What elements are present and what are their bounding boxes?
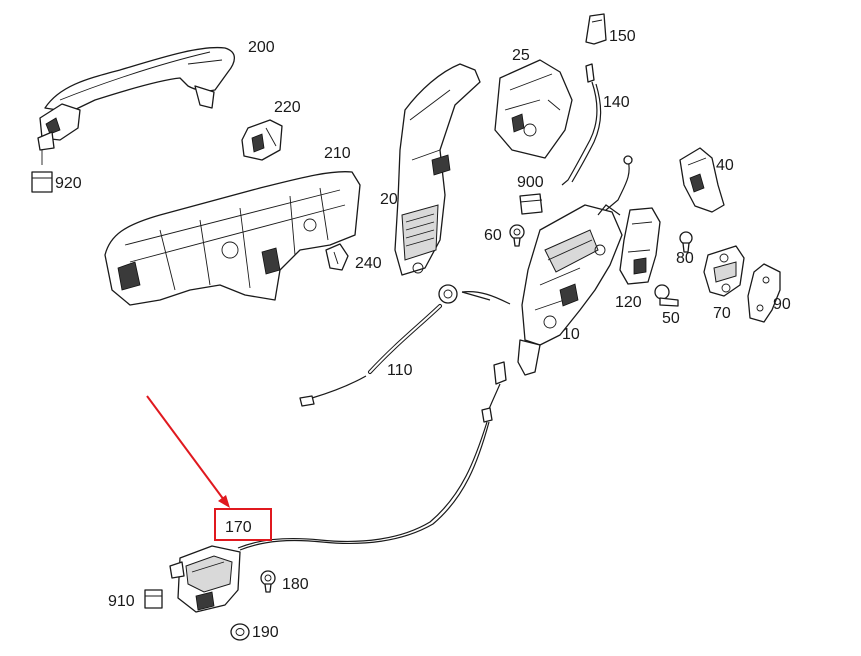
label-70: 70 — [713, 305, 731, 322]
label-110: 110 — [387, 362, 413, 379]
part-70-striker — [703, 245, 745, 297]
label-920: 920 — [55, 175, 82, 192]
label-50: 50 — [662, 310, 680, 327]
label-140: 140 — [603, 94, 630, 111]
part-60-screw — [509, 224, 525, 247]
part-150-cap — [585, 13, 607, 45]
label-210: 210 — [324, 145, 351, 162]
part-25-cover — [494, 59, 573, 159]
label-170: 170 — [225, 519, 252, 536]
label-220: 220 — [274, 99, 301, 116]
part-180-screw — [260, 570, 276, 593]
part-200-outer-handle — [37, 46, 236, 165]
part-190-washer — [230, 623, 250, 641]
label-240: 240 — [355, 255, 382, 272]
label-200: 200 — [248, 39, 275, 56]
highlight-arrow — [146, 395, 230, 508]
part-920-clip — [31, 171, 53, 193]
part-910-clip — [144, 589, 163, 609]
part-220-bracket — [241, 119, 283, 161]
label-90: 90 — [773, 296, 791, 313]
label-60: 60 — [484, 227, 502, 244]
label-150: 150 — [609, 28, 636, 45]
highlight-box — [214, 508, 272, 541]
label-190: 190 — [252, 624, 279, 641]
label-180: 180 — [282, 576, 309, 593]
label-20: 20 — [380, 191, 398, 208]
label-25: 25 — [512, 47, 530, 64]
part-20-inner-assembly — [394, 63, 481, 276]
part-110-bowden-cable — [299, 284, 511, 407]
part-actuator-motor — [169, 545, 241, 613]
label-80: 80 — [676, 250, 694, 267]
label-900: 900 — [517, 174, 544, 191]
part-80-screw — [679, 231, 693, 253]
part-170-actuator-cable — [237, 361, 507, 551]
part-90-gasket — [747, 263, 781, 323]
label-10: 10 — [562, 326, 580, 343]
part-240-clip — [325, 243, 349, 271]
part-210-handle-carrier — [104, 171, 361, 306]
part-900-clip — [519, 193, 543, 215]
label-40: 40 — [716, 157, 734, 174]
part-10-door-lock — [517, 155, 633, 376]
part-140-rod — [561, 63, 602, 186]
part-40-bracket — [679, 147, 725, 213]
label-120: 120 — [615, 294, 642, 311]
label-910: 910 — [108, 593, 135, 610]
part-120-cover — [619, 207, 661, 285]
part-50-bolt — [654, 284, 679, 307]
